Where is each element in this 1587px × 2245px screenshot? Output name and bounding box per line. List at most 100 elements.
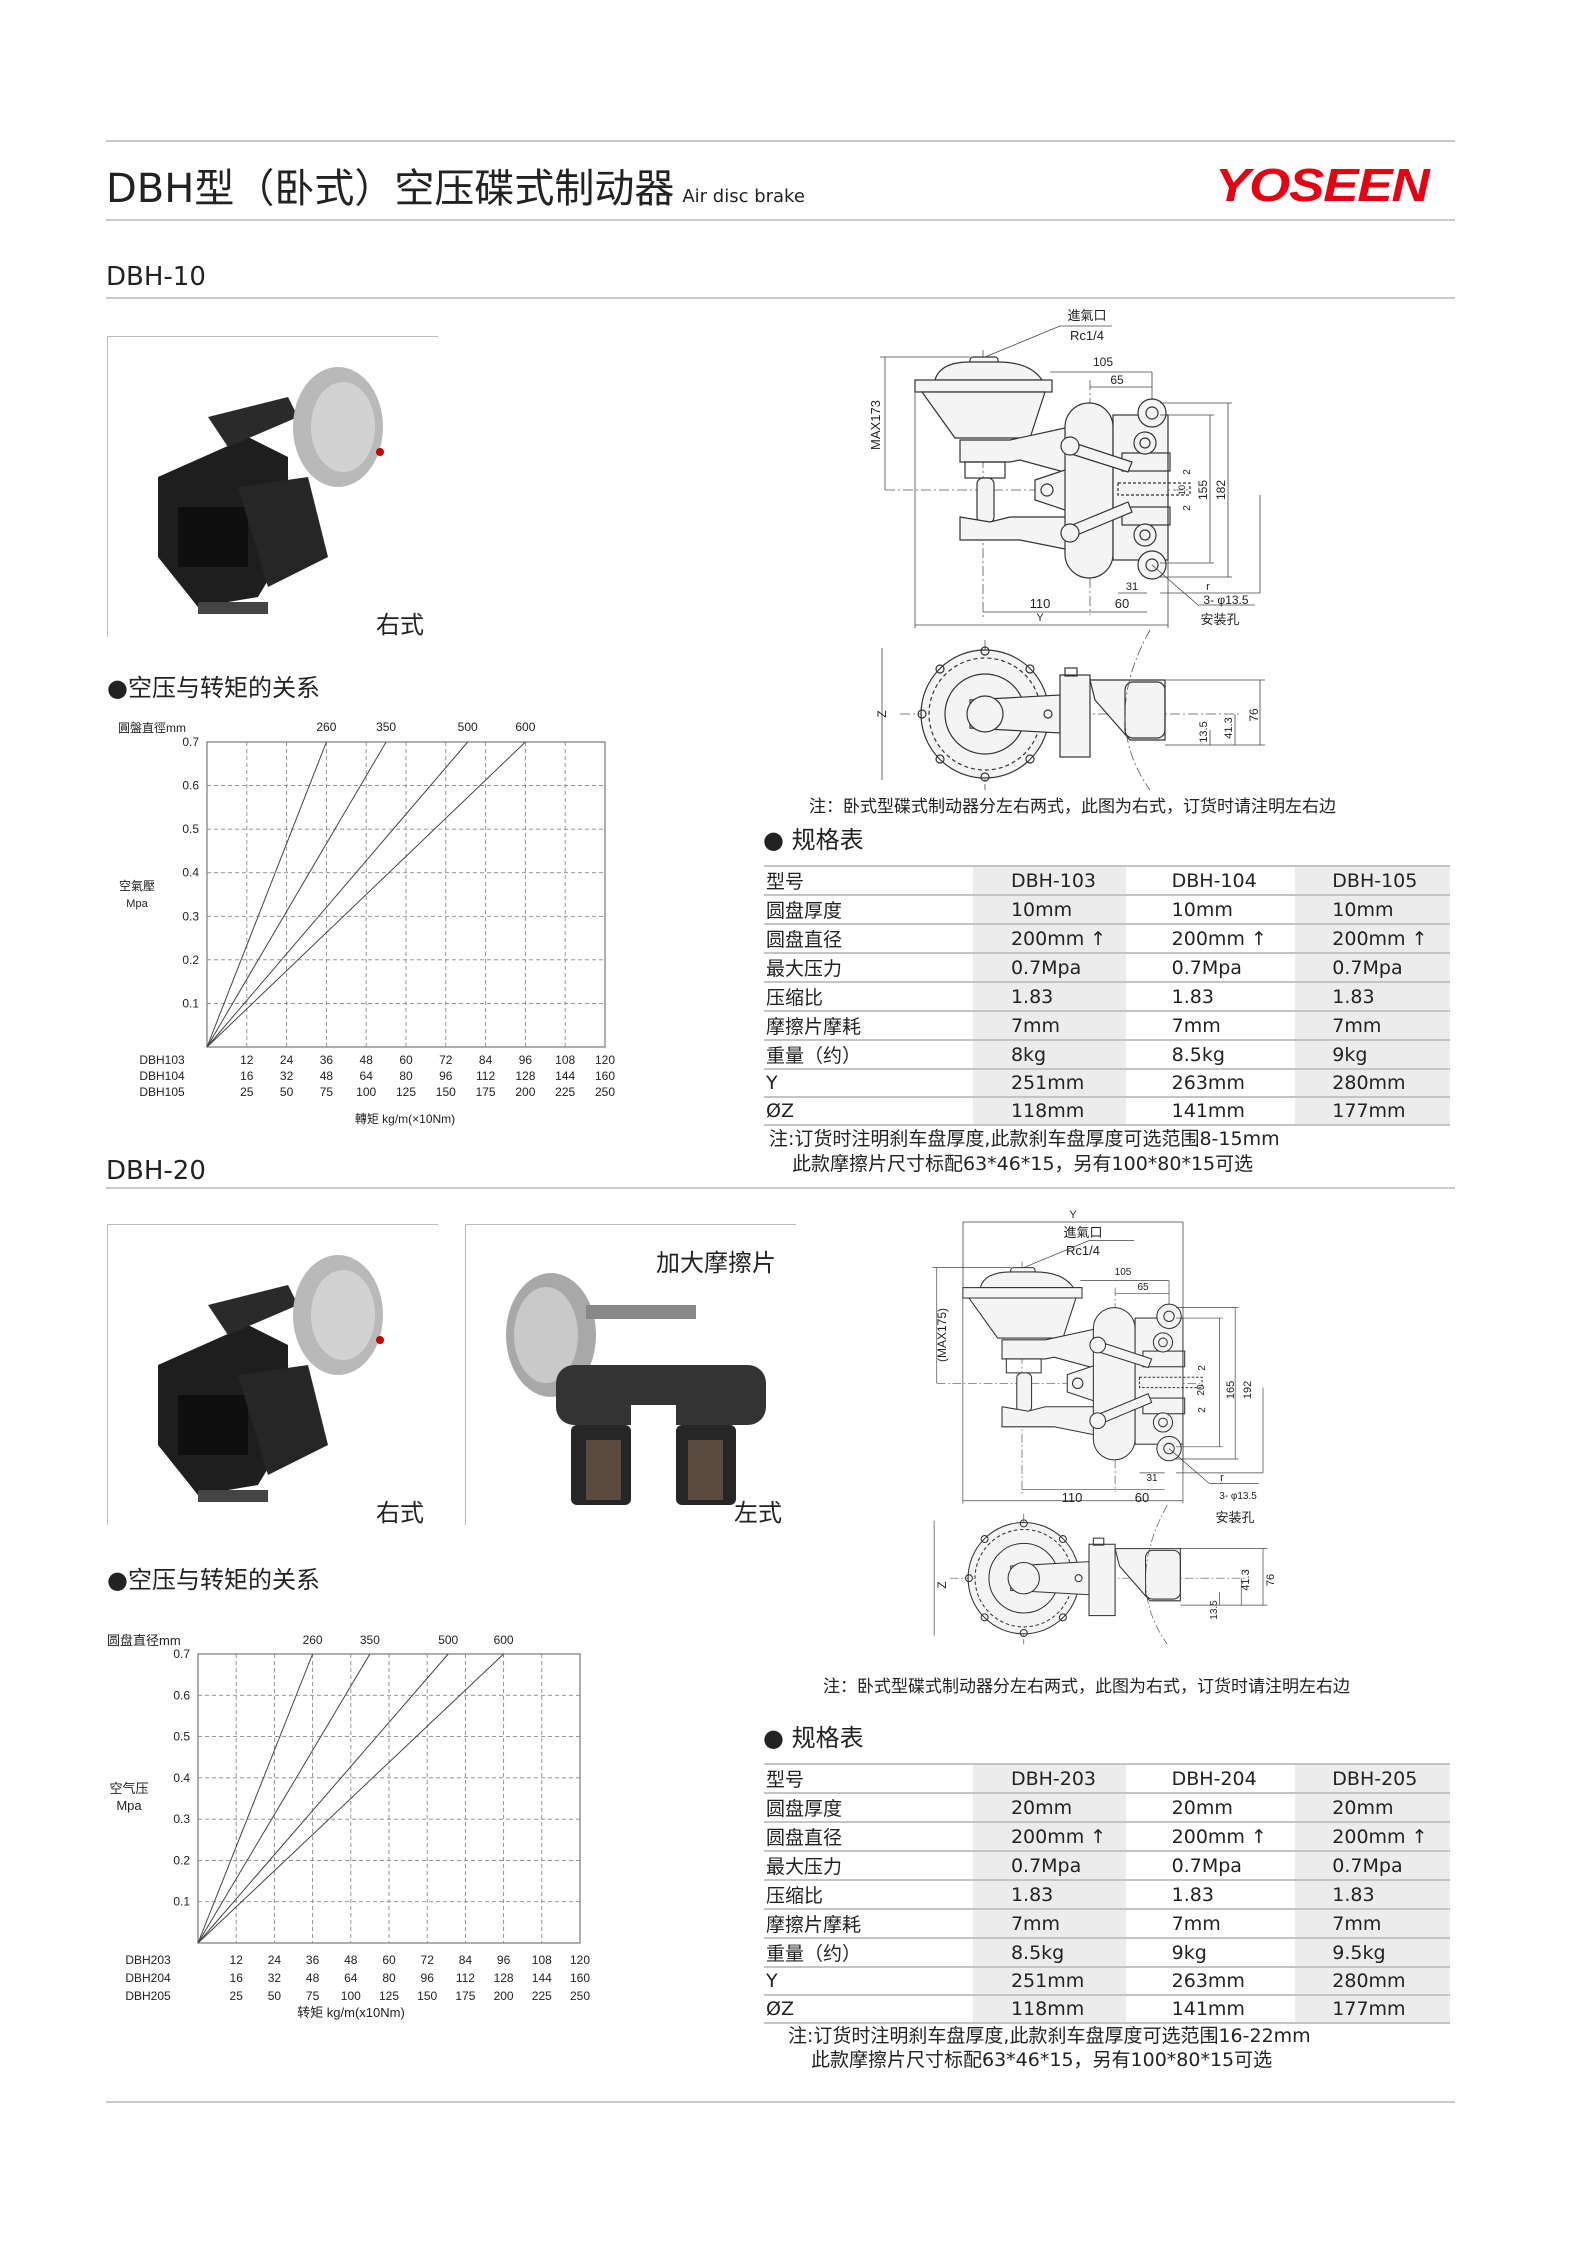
table-cell: 1.83 xyxy=(1125,1879,1296,1909)
section-title-dbh10: DBH-10 xyxy=(106,262,206,292)
x-tick-label: 36 xyxy=(320,1053,334,1067)
drawing-svg: 進氣口 Rc1/4 105 65 MAX173 2 10 2 155 182 3… xyxy=(868,308,1265,791)
x-tick-label: 48 xyxy=(306,1971,320,1985)
dim-31: 31 xyxy=(1146,1473,1158,1484)
table-header-cell: DBH-203 xyxy=(972,1763,1126,1794)
table-cell: 8kg xyxy=(972,1039,1126,1069)
x-tick-label: 25 xyxy=(240,1085,254,1099)
dim-inlet: 進氣口 xyxy=(1067,308,1106,323)
table-cell: 0.7Mpa xyxy=(1125,1850,1296,1880)
dim-y-top: Y xyxy=(1069,1209,1077,1221)
x-tick-label: 108 xyxy=(532,1953,552,1967)
table-cell: 177mm xyxy=(1295,1096,1450,1126)
table-cell: 0.7Mpa xyxy=(1295,1850,1450,1880)
table-row-label: Y xyxy=(764,1068,973,1097)
torque-chart-dbh10: 圓盤直徑mm 空氣壓 Mpa 轉矩 kg/m(×10Nm) 0.10.20.30… xyxy=(118,720,615,1126)
x-tick-label: 64 xyxy=(344,1971,358,1985)
chart-title-dbh10: ●空压与转矩的关系 xyxy=(107,674,320,702)
x-tick-label: 250 xyxy=(570,1989,590,2003)
series-label: 600 xyxy=(494,1633,514,1647)
x-tick-label: 150 xyxy=(417,1989,437,2003)
series-line-260 xyxy=(206,741,327,1048)
dim-holes: 3- φ13.5 xyxy=(1219,1491,1257,1502)
dim-y: Y xyxy=(1036,612,1044,624)
dim-13: 13.5 xyxy=(1198,721,1210,742)
product-photo-right: 右式 xyxy=(107,336,438,639)
brake-photo-image xyxy=(506,1273,766,1505)
dim-192: 192 xyxy=(1242,1381,1254,1399)
x-tick-label: 225 xyxy=(532,1989,552,2003)
x-tick-label: 48 xyxy=(344,1953,358,1967)
dim-holes-label: 安装孔 xyxy=(1215,1510,1254,1525)
table-header-row: 型号 DBH-203 DBH-204 DBH-205 xyxy=(764,1763,1450,1794)
table-row-label: 圆盘直径 xyxy=(764,923,973,953)
table-cell: 9.5kg xyxy=(1295,1937,1450,1967)
dim-z: Z xyxy=(935,1581,949,1588)
table-cell: 200mm ↑ xyxy=(972,923,1126,953)
table-header-row: 型号 DBH-103 DBH-104 DBH-105 xyxy=(764,865,1450,896)
dimension-drawing-dbh20: Y 進氣口 Rc1/4 105 65 (MAX175) 2 20 2 165 1… xyxy=(920,1200,1280,1664)
dim-inlet-spec: Rc1/4 xyxy=(1066,1243,1100,1258)
x-tick-label: 75 xyxy=(320,1085,334,1099)
table-header-cell: DBH-105 xyxy=(1295,865,1450,896)
table-cell: 280mm xyxy=(1295,1068,1450,1097)
x-tick-label: 175 xyxy=(476,1085,496,1099)
dim-65: 65 xyxy=(1137,1282,1149,1293)
brake-outline-drawing xyxy=(880,325,1265,791)
table-row-label: 摩擦片摩耗 xyxy=(764,1010,973,1040)
x-tick-label: 24 xyxy=(268,1953,282,1967)
dim-110: 110 xyxy=(1030,596,1051,611)
x-tick-label: 72 xyxy=(421,1953,435,1967)
dim-gap-bottom: 2 xyxy=(1197,1407,1208,1413)
x-axis-model-label: DBH204 xyxy=(125,1971,171,1985)
dim-r: r xyxy=(1220,1472,1224,1484)
table-cell: 1.83 xyxy=(1125,981,1296,1011)
section-title-dbh20: DBH-20 xyxy=(106,1156,206,1186)
dim-disc: 20 xyxy=(1196,1384,1207,1396)
dim-65: 65 xyxy=(1110,373,1124,387)
x-tick-label: 108 xyxy=(555,1053,575,1067)
table-cell: 20mm xyxy=(1125,1792,1296,1822)
series-label: 350 xyxy=(376,720,396,734)
dim-r: r xyxy=(1206,581,1210,593)
x-tick-label: 175 xyxy=(455,1989,475,2003)
chart-ylabel: 空气压 xyxy=(109,1781,148,1796)
table-cell: 1.83 xyxy=(972,981,1126,1011)
table-row-label: ØZ xyxy=(764,1096,973,1126)
table-row-label: 压缩比 xyxy=(764,1879,973,1909)
x-tick-label: 50 xyxy=(268,1989,282,2003)
dim-disc: 10 xyxy=(1177,485,1187,495)
table-cell: 7mm xyxy=(1295,1010,1450,1040)
x-tick-label: 96 xyxy=(439,1069,453,1083)
table-cell: 1.83 xyxy=(972,1879,1126,1909)
x-tick-label: 16 xyxy=(240,1069,254,1083)
table-cell: 7mm xyxy=(1295,1908,1450,1938)
dim-gap-top: 2 xyxy=(1182,469,1193,475)
table-row-label: 圆盘直径 xyxy=(764,1821,973,1851)
series-line-600 xyxy=(206,741,526,1048)
dim-gap-top: 2 xyxy=(1197,1365,1208,1371)
table-cell: 251mm xyxy=(972,1966,1126,1995)
y-tick-label: 0.4 xyxy=(173,1771,190,1785)
table-row-label: ØZ xyxy=(764,1994,973,2024)
dim-max: (MAX175) xyxy=(935,1308,949,1362)
x-tick-label: 75 xyxy=(306,1989,320,2003)
dim-inlet: 進氣口 xyxy=(1063,1225,1102,1240)
x-tick-label: 160 xyxy=(570,1971,590,1985)
drawing-note-dbh20: 注：卧式型碟式制动器分左右两式，此图为右式，订货时请注明左右边 xyxy=(823,1677,1350,1697)
table-row-label: 摩擦片摩耗 xyxy=(764,1908,973,1938)
dim-inlet-spec: Rc1/4 xyxy=(1070,328,1104,343)
order-note-line2: 此款摩擦片尺寸标配63*46*15，另有100*80*15可选 xyxy=(792,1153,1254,1175)
dim-105: 105 xyxy=(1093,355,1113,369)
page-title-text: DBH型（卧式）空压碟式制动器 xyxy=(106,166,675,212)
chart-series-label: 圓盤直徑mm xyxy=(118,721,186,735)
table-cell: 141mm xyxy=(1125,1994,1296,2024)
table-cell: 0.7Mpa xyxy=(1295,952,1450,982)
table-cell: 200mm ↑ xyxy=(972,1821,1126,1851)
